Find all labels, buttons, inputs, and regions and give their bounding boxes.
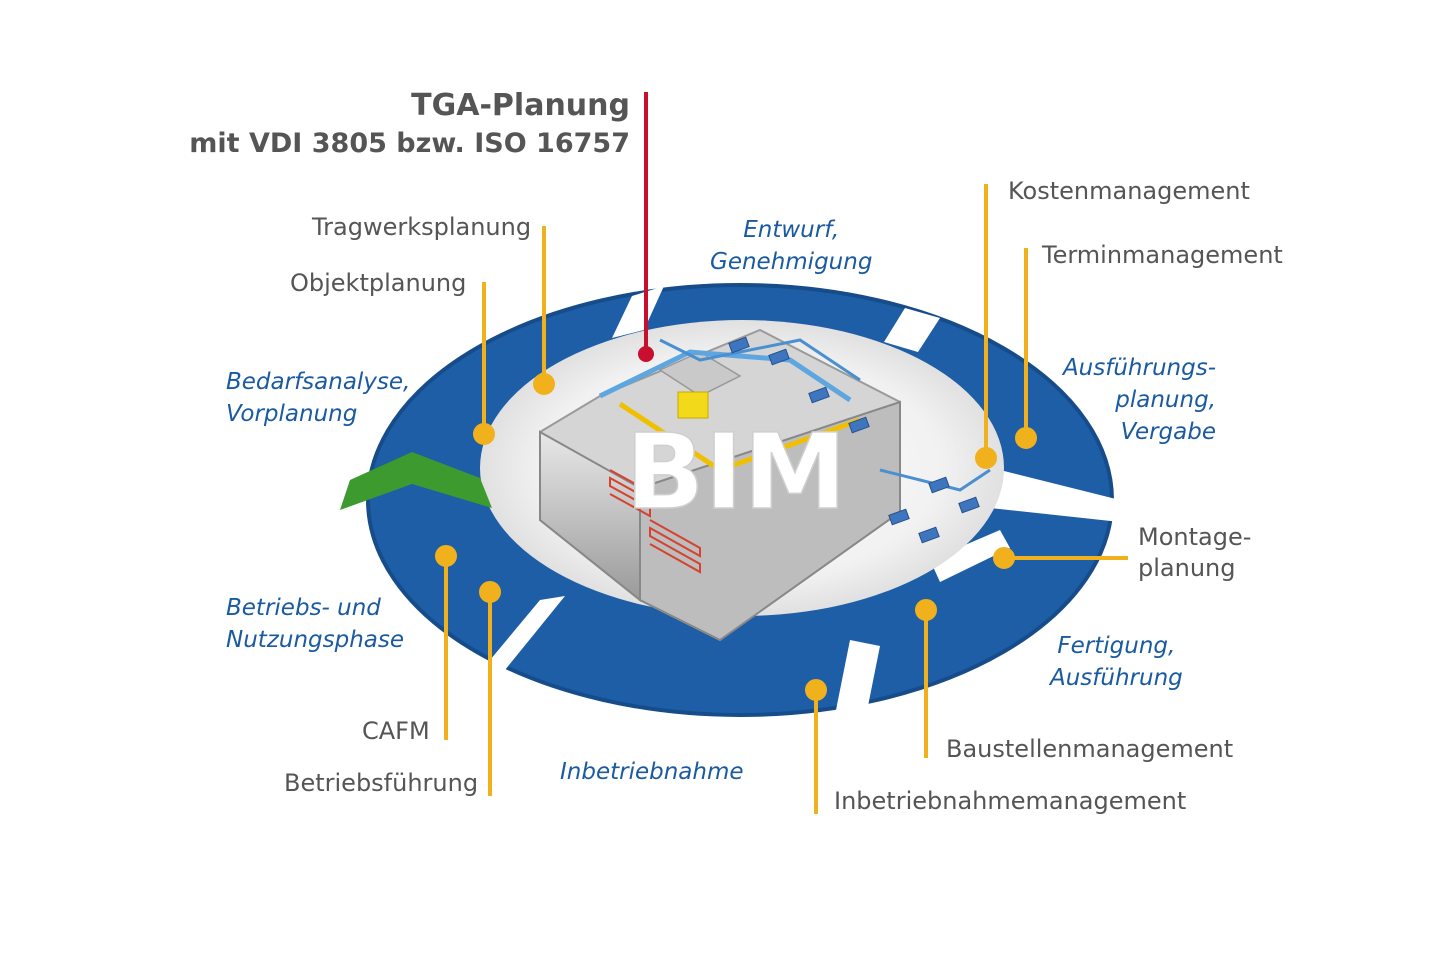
phase-betrieb-line-1: Betriebs- und — [226, 595, 381, 621]
label-cafm: CAFM — [362, 717, 430, 745]
leader-dot-cafm — [435, 545, 457, 567]
task-leader-lines — [435, 184, 1128, 814]
tga-title: TGA-Planung — [411, 88, 630, 123]
label-objektplanung: Objektplanung — [290, 269, 467, 297]
phase-entwurf-line-1: Entwurf, — [743, 217, 840, 243]
leader-dot-baustelle — [915, 599, 937, 621]
phase-fertigung-line-2: Ausführung — [1050, 665, 1183, 691]
montage-line-2: planung — [1138, 554, 1236, 583]
tga-leader-dot — [638, 346, 654, 362]
phase-entwurf: Entwurf, Genehmigung — [710, 214, 872, 278]
leader-dot-inbetriebmgmt — [805, 679, 827, 701]
leader-dot-objekt — [473, 423, 495, 445]
start-arrow — [340, 452, 492, 510]
phase-inbetriebnahme: Inbetriebnahme — [560, 756, 744, 788]
phase-betrieb-line-2: Nutzungsphase — [226, 627, 405, 653]
label-kostenmanagement: Kostenmanagement — [1008, 177, 1250, 205]
label-terminmanagement: Terminmanagement — [1042, 241, 1283, 269]
phase-bedarfsanalyse: Bedarfsanalyse, Vorplanung — [226, 366, 410, 430]
phase-inbetriebnahme-line-1: Inbetriebnahme — [560, 759, 744, 785]
phase-bedarf-line-1: Bedarfsanalyse, — [226, 369, 411, 395]
leader-dot-tragwerk — [533, 373, 555, 395]
phase-ausfuehrung-line-2: planung, — [1115, 387, 1216, 413]
leader-dot-montage — [993, 547, 1015, 569]
label-montageplanung: Montage- planung — [1138, 522, 1251, 584]
tga-subtitle: mit VDI 3805 bzw. ISO 16757 — [189, 128, 630, 159]
phase-ausfuehrungsplanung: Ausführungs- planung, Vergabe — [1063, 352, 1216, 448]
phase-fertigung: Fertigung, Ausführung — [1050, 630, 1183, 694]
phase-bedarf-line-2: Vorplanung — [226, 401, 358, 427]
phase-ausfuehrung-line-3: Vergabe — [1120, 419, 1216, 445]
montage-line-1: Montage- — [1138, 523, 1252, 551]
phase-ausfuehrung-line-1: Ausführungs- — [1062, 355, 1216, 381]
ring-segment-gaps — [480, 286, 1120, 716]
bim-label: BIM — [625, 411, 846, 533]
phase-betrieb: Betriebs- und Nutzungsphase — [226, 592, 404, 656]
phase-fertigung-line-1: Fertigung, — [1057, 633, 1176, 659]
label-betriebsfuehrung: Betriebsführung — [284, 769, 479, 797]
label-baustellenmanagement: Baustellenmanagement — [946, 735, 1234, 763]
leader-dot-termin — [1015, 427, 1037, 449]
label-inbetriebnahmemanagement: Inbetriebnahmemanagement — [834, 787, 1187, 815]
leader-dot-kosten — [975, 447, 997, 469]
label-tragwerksplanung: Tragwerksplanung — [312, 213, 532, 241]
building-model — [539, 328, 991, 642]
phase-entwurf-line-2: Genehmigung — [710, 249, 873, 275]
leader-dot-betriebsfuehrung — [479, 581, 501, 603]
